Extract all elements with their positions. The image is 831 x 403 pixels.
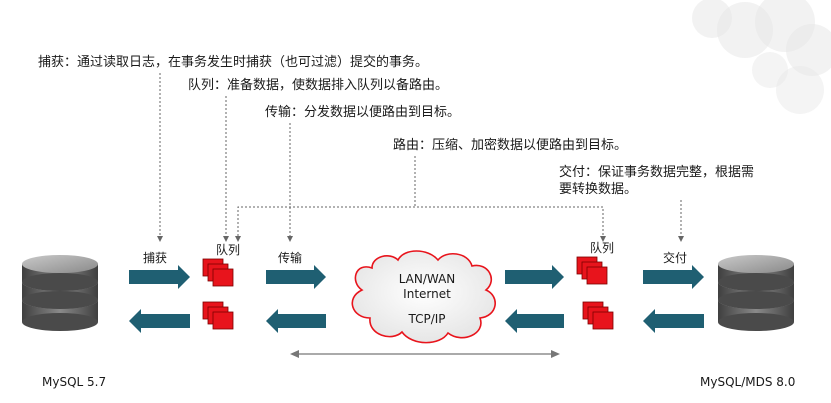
network-internet: Internet bbox=[403, 287, 451, 301]
queue-arrowhead bbox=[223, 236, 229, 242]
route-annotation: 路由：压缩、加密数据以便路由到目标。 bbox=[393, 138, 628, 153]
queue-stack-left-bottom-icon bbox=[202, 301, 234, 330]
queue-annotation: 队列：准备数据，使数据排入队列以备路由。 bbox=[188, 78, 449, 93]
network-lan-wan: LAN/WAN bbox=[398, 272, 456, 286]
capture-annotation: 捕获：通过读取日志，在事务发生时捕获（也可过滤）提交的事务。 bbox=[38, 55, 429, 70]
transmit-annotation: 传输：分发数据以便路由到目标。 bbox=[265, 105, 461, 120]
route-right-arrowhead bbox=[600, 236, 606, 242]
route-right-arrow bbox=[505, 265, 564, 289]
queue-stack-right-top-icon bbox=[576, 256, 608, 285]
capture-label: 捕获 bbox=[143, 251, 168, 265]
source-database-icon bbox=[22, 255, 98, 331]
route-left-arrow bbox=[505, 309, 564, 333]
route-connector-bracket bbox=[237, 206, 604, 236]
target-database-icon bbox=[718, 255, 794, 331]
transmit-label: 传输 bbox=[278, 251, 303, 265]
queue-stack-left-top-icon bbox=[202, 258, 234, 287]
deliver-left-arrow bbox=[643, 309, 704, 333]
queue-left-label: 队列 bbox=[216, 243, 241, 257]
source-left-arrow bbox=[129, 309, 190, 333]
source-db-label: MySQL 5.7 bbox=[42, 375, 107, 389]
capture-right-arrow bbox=[129, 265, 190, 289]
queue-right-label: 队列 bbox=[590, 241, 615, 255]
deliver-annotation-line1: 交付：保证事务数据完整，根据需 bbox=[559, 165, 755, 180]
deliver-right-arrow bbox=[643, 265, 704, 289]
capture-arrowhead bbox=[157, 236, 163, 242]
network-cloud-icon bbox=[351, 250, 496, 344]
deliver-label: 交付 bbox=[663, 251, 688, 265]
deliver-arrowhead bbox=[678, 236, 684, 242]
bidirectional-line bbox=[290, 350, 560, 358]
target-db-label: MySQL/MDS 8.0 bbox=[700, 375, 796, 389]
connector-arrowheads bbox=[157, 236, 684, 242]
deliver-annotation-line2: 要转换数据。 bbox=[559, 182, 638, 197]
decorative-texture bbox=[692, 0, 831, 114]
transmit-arrowhead bbox=[287, 236, 293, 242]
queue-stack-right-bottom-icon bbox=[582, 301, 614, 330]
transmit-left-arrow bbox=[266, 309, 326, 333]
transmit-right-arrow bbox=[266, 265, 326, 289]
route-left-arrowhead bbox=[235, 236, 241, 242]
flow-arrows bbox=[129, 265, 704, 333]
network-tcp-ip: TCP/IP bbox=[408, 312, 446, 326]
dotted-connectors bbox=[159, 73, 682, 236]
